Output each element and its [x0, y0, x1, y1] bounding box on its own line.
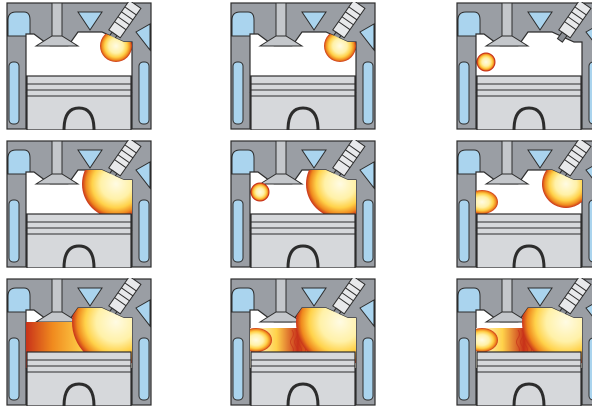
piston-icon	[251, 214, 355, 268]
piston-icon	[477, 76, 581, 130]
engine-panel	[230, 2, 376, 130]
piston-icon	[251, 352, 355, 406]
engine-panel	[6, 2, 152, 130]
coolant-jacket-icon	[458, 288, 480, 312]
coolant-jacket-icon	[233, 62, 243, 124]
piston-icon	[27, 214, 131, 268]
engine-panel	[456, 278, 592, 406]
engine-panel	[6, 278, 152, 406]
coolant-jacket-icon	[459, 62, 469, 124]
coolant-jacket-icon	[9, 338, 19, 400]
coolant-jacket-icon	[8, 288, 30, 312]
coolant-jacket-icon	[363, 62, 373, 124]
engine-panel	[456, 140, 592, 268]
coolant-jacket-icon	[232, 288, 254, 312]
coolant-jacket-icon	[139, 200, 149, 262]
coolant-jacket-icon	[9, 200, 19, 262]
piston-icon	[27, 76, 131, 130]
piston-icon	[251, 76, 355, 130]
engine-panel	[456, 2, 592, 130]
coolant-jacket-icon	[232, 12, 254, 36]
coolant-jacket-icon	[139, 62, 149, 124]
coolant-jacket-icon	[458, 150, 480, 174]
piston-icon	[477, 214, 581, 268]
coolant-jacket-icon	[8, 150, 30, 174]
piston-icon	[477, 352, 581, 406]
coolant-jacket-icon	[9, 62, 19, 124]
coolant-jacket-icon	[139, 338, 149, 400]
coolant-jacket-icon	[233, 200, 243, 262]
coolant-jacket-icon	[363, 200, 373, 262]
coolant-jacket-icon	[458, 12, 480, 36]
coolant-jacket-icon	[459, 338, 469, 400]
coolant-jacket-icon	[459, 200, 469, 262]
coolant-jacket-icon	[363, 338, 373, 400]
engine-panel	[230, 140, 376, 268]
flame-front-icon	[477, 53, 495, 71]
flame-front-icon	[251, 183, 269, 201]
piston-icon	[27, 352, 131, 406]
engine-panel	[6, 140, 152, 268]
engine-panel	[230, 278, 376, 406]
coolant-jacket-icon	[233, 338, 243, 400]
coolant-jacket-icon	[8, 12, 30, 36]
coolant-jacket-icon	[232, 150, 254, 174]
